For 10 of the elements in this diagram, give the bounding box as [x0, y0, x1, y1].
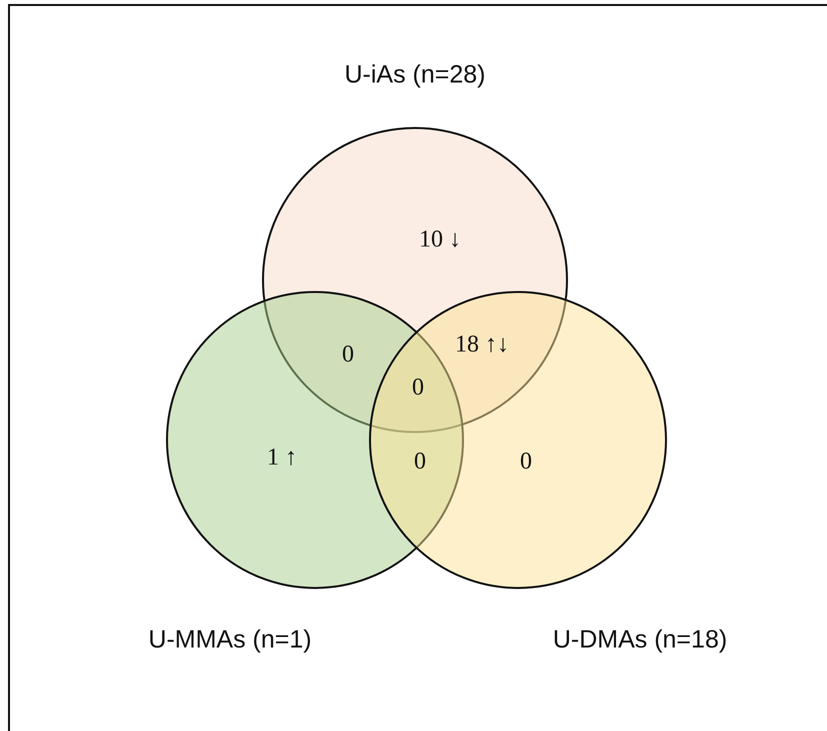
set-label: U-iAs (n=28) [344, 60, 486, 90]
region-count: 1 ↑ [267, 444, 297, 472]
region-count: 18 ↑↓ [455, 332, 509, 358]
set-label: U-MMAs (n=1) [148, 626, 312, 654]
region-count: 10 ↓ [419, 226, 461, 254]
region-count: 0 [520, 448, 532, 476]
region-count: 0 [414, 448, 426, 476]
set-label: U-DMAs (n=18) [552, 626, 728, 654]
region-count: 0 [412, 374, 424, 402]
region-count: 0 [342, 342, 354, 368]
